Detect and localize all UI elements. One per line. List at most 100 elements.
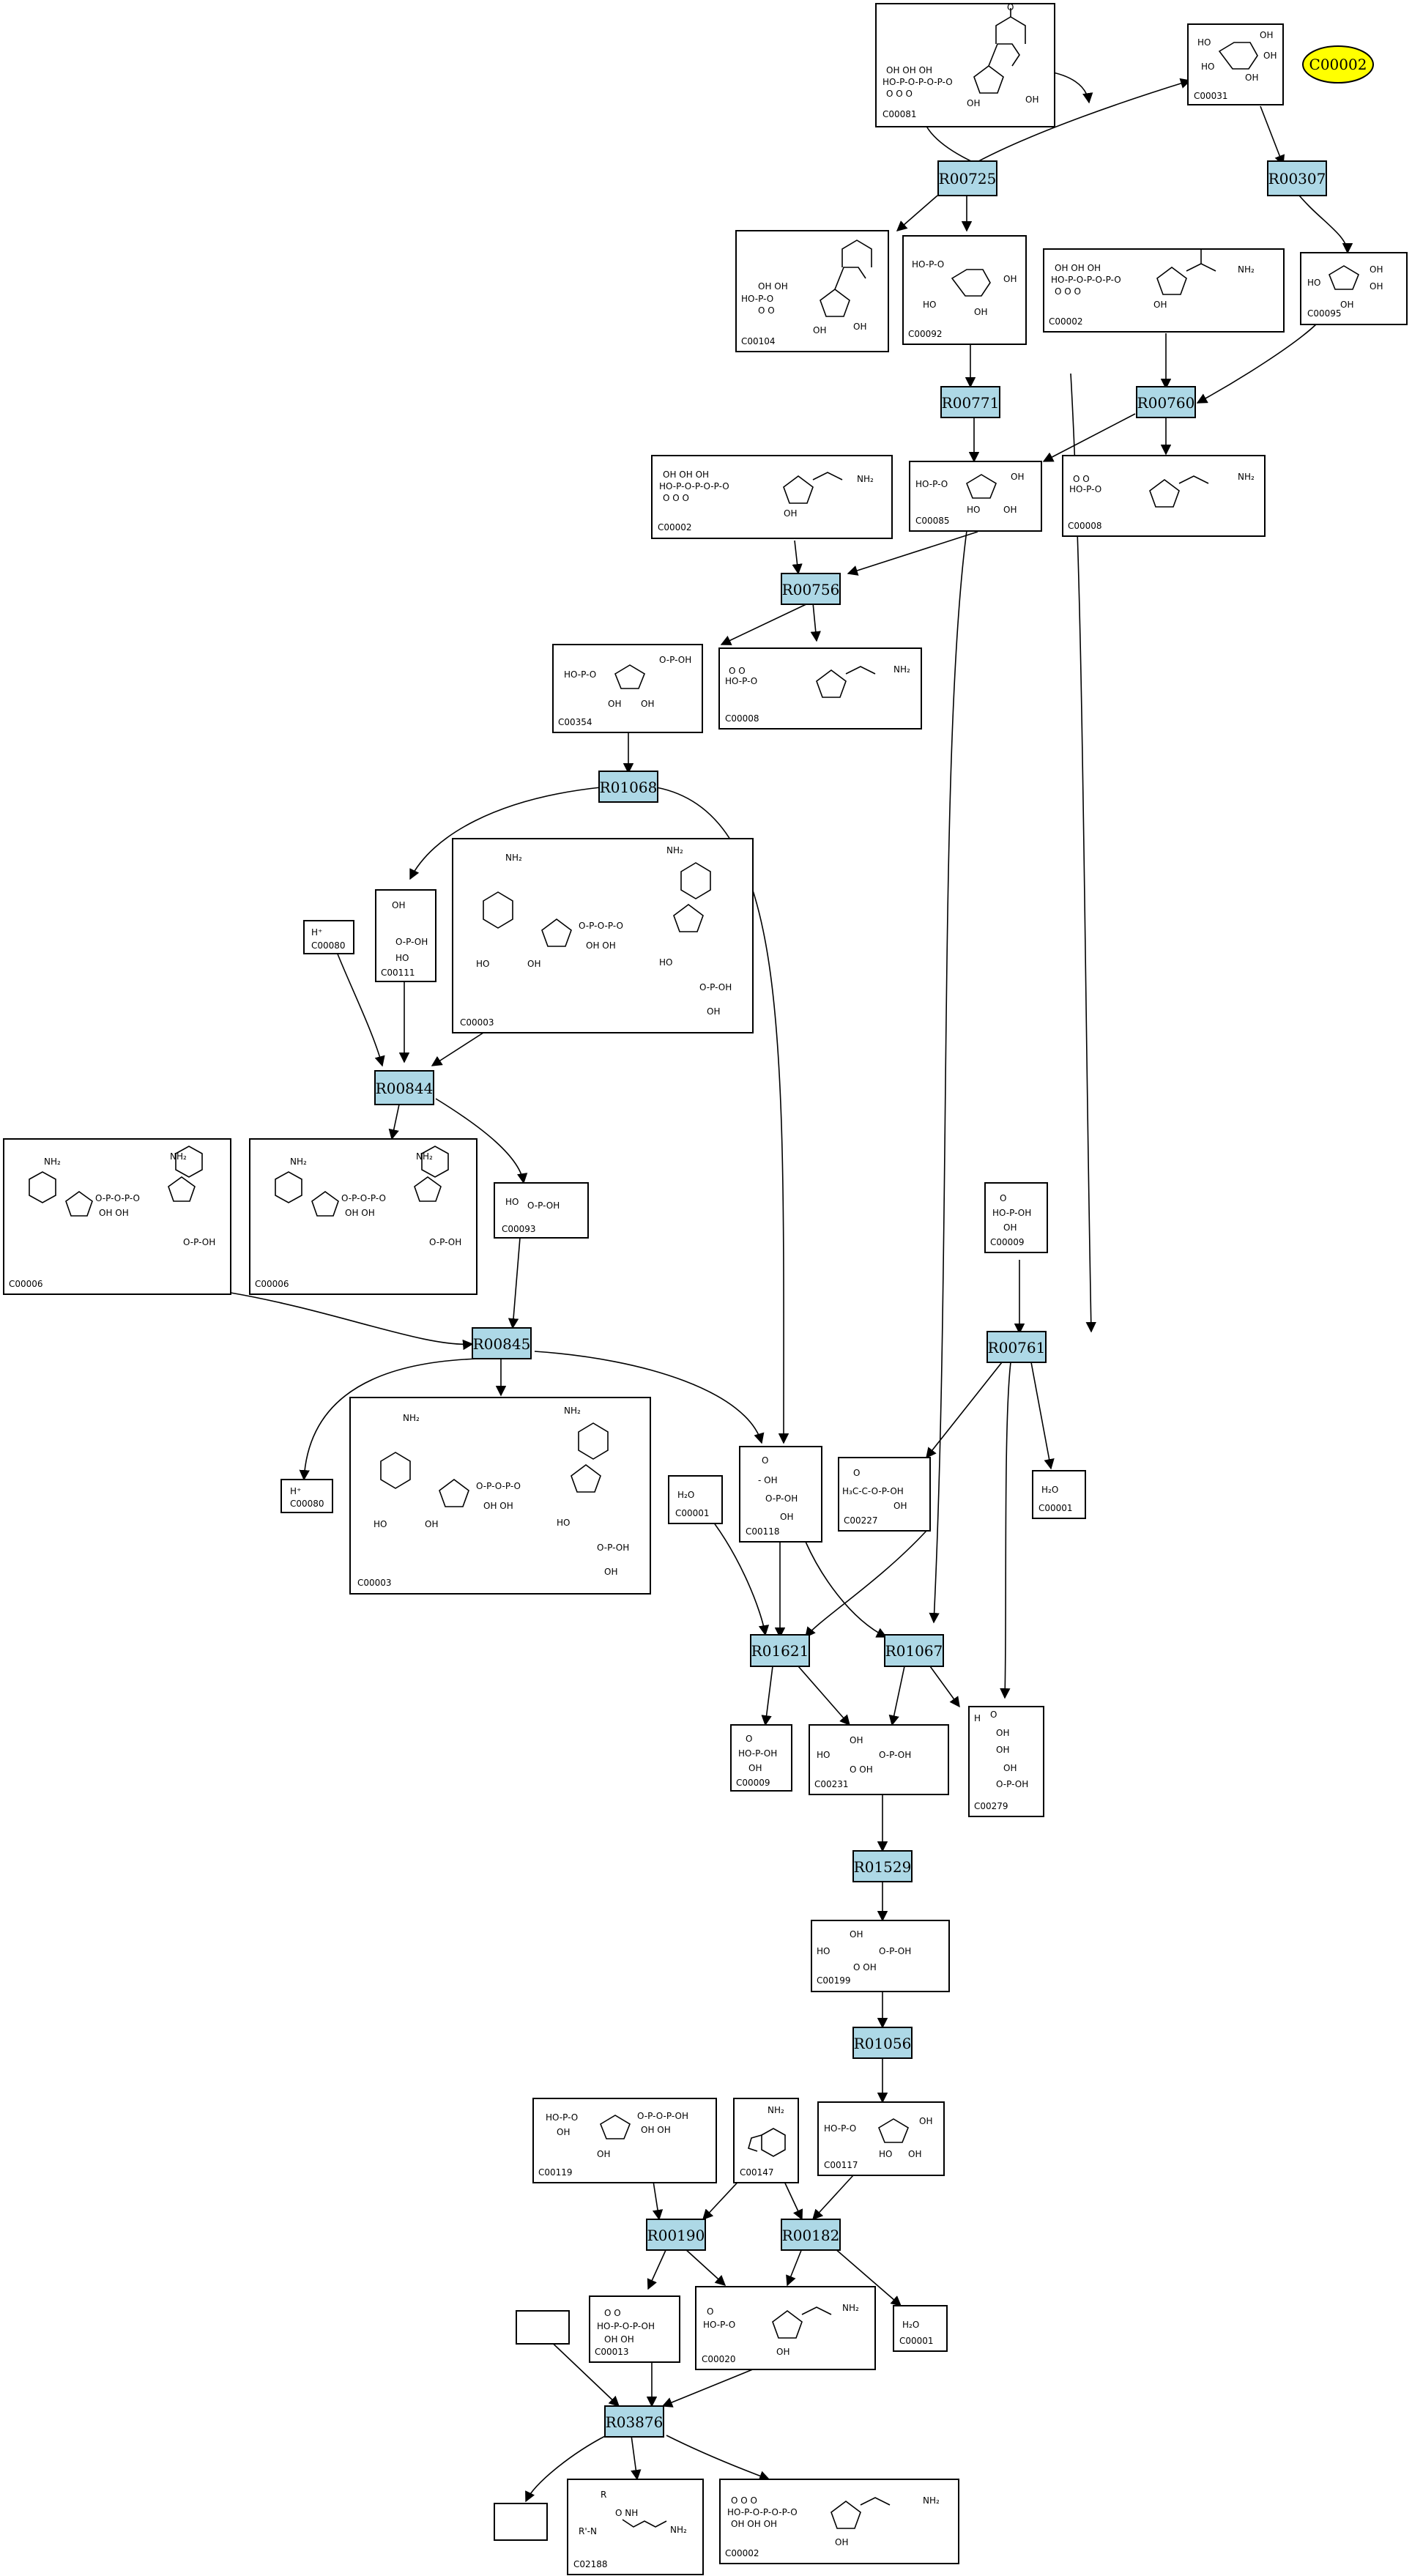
compound-C00031[interactable]: HO OH OH HO OH C00031: [1187, 23, 1284, 105]
svg-text:O-P-OH: O-P-OH: [879, 1946, 911, 1956]
svg-text:O: O: [762, 1455, 768, 1466]
compound-C00147[interactable]: NH₂ C00147: [733, 2098, 799, 2183]
compound-C00003-b[interactable]: NH₂ NH₂ O-P-O-P-O OH OH HO OH HO O-P-OH …: [349, 1397, 651, 1595]
svg-text:O-P-OH: O-P-OH: [699, 982, 732, 992]
reaction-R00771[interactable]: R00771: [940, 386, 1000, 418]
compound-empty-bottom[interactable]: [494, 2503, 548, 2541]
compound-C00227[interactable]: O H₃C-C-O-P-OH OH C00227: [838, 1457, 931, 1532]
compound-C00001-a[interactable]: H₂O C00001: [668, 1475, 723, 1524]
reaction-R00190[interactable]: R00190: [646, 2219, 706, 2251]
compound-empty-left[interactable]: [516, 2310, 570, 2345]
svg-text:O O: O O: [729, 666, 746, 676]
svg-text:C00006: C00006: [255, 1279, 289, 1289]
compound-C00092[interactable]: HO-P-O OH HO OH C00092: [902, 235, 1027, 345]
reaction-R01621[interactable]: R01621: [750, 1634, 810, 1667]
compound-C00104[interactable]: OH OH HO-P-O O O OH OH C00104: [735, 230, 889, 352]
svg-text:C00001: C00001: [675, 1508, 710, 1518]
svg-text:HO: HO: [505, 1197, 519, 1207]
svg-text:O-P-O-P-O: O-P-O-P-O: [95, 1193, 140, 1203]
reaction-R00756[interactable]: R00756: [781, 573, 841, 605]
compound-C00080-a[interactable]: H⁺ C00080: [303, 920, 354, 954]
highlight-oval-atp[interactable]: C00002: [1302, 45, 1374, 83]
svg-text:C00006: C00006: [9, 1279, 43, 1289]
reaction-R00725[interactable]: R00725: [937, 160, 997, 196]
compound-C00080-b[interactable]: H⁺ C00080: [280, 1479, 333, 1513]
svg-text:C00231: C00231: [814, 1779, 849, 1789]
reaction-R01068[interactable]: R01068: [598, 771, 658, 803]
compound-C00006-right[interactable]: NH₂ NH₂ O-P-O-P-O OH OH O-P-OH C00006: [249, 1138, 478, 1295]
svg-text:C00002: C00002: [725, 2548, 759, 2558]
reaction-R00761[interactable]: R00761: [986, 1331, 1047, 1363]
svg-text:O-P-OH: O-P-OH: [183, 1237, 215, 1247]
svg-text:C00095: C00095: [1307, 308, 1342, 319]
reaction-R00307[interactable]: R00307: [1267, 160, 1327, 196]
svg-text:C00081: C00081: [882, 109, 917, 119]
compound-C00013[interactable]: O O HO-P-O-P-OH OH OH C00013: [589, 2295, 680, 2363]
reaction-R03876[interactable]: R03876: [604, 2405, 664, 2438]
svg-text:OH: OH: [893, 1501, 907, 1511]
svg-text:C00104: C00104: [741, 336, 776, 346]
compound-C00006-left[interactable]: NH₂ NH₂ O-P-O-P-O OH OH O-P-OH C00006: [3, 1138, 231, 1295]
svg-text:NH₂: NH₂: [505, 853, 522, 863]
reaction-R00182[interactable]: R00182: [781, 2219, 841, 2251]
svg-text:OH: OH: [597, 2149, 610, 2159]
compound-C00279[interactable]: H O OH OH OH O-P-OH C00279: [968, 1706, 1044, 1817]
svg-text:OH: OH: [1003, 1222, 1017, 1233]
compound-C00085[interactable]: HO-P-O OH HO OH C00085: [909, 461, 1042, 532]
reaction-R01056[interactable]: R01056: [852, 2027, 913, 2059]
compound-C00002-mid[interactable]: OH OH OH HO-P-O-P-O-P-O O O O NH₂ OH C00…: [651, 455, 893, 539]
svg-text:R00756: R00756: [782, 581, 840, 598]
svg-text:O O O: O O O: [731, 2495, 757, 2506]
compound-C00020[interactable]: O HO-P-O NH₂ OH C00020: [695, 2286, 876, 2370]
reaction-R00760[interactable]: R00760: [1136, 386, 1196, 418]
compound-C00002-top[interactable]: OH OH OH HO-P-O-P-O-P-O O O O NH₂ OH C00…: [1043, 248, 1285, 333]
reaction-R00844[interactable]: R00844: [374, 1070, 434, 1105]
compound-C00095[interactable]: HO OH OH OH C00095: [1300, 252, 1408, 325]
svg-text:O: O: [990, 1710, 997, 1720]
compound-C00009-b[interactable]: O HO-P-OH OH C00009: [730, 1724, 792, 1792]
svg-text:OH: OH: [967, 98, 980, 108]
reaction-R01529[interactable]: R01529: [852, 1850, 913, 1882]
compound-C00002-bottom[interactable]: O O O HO-P-O-P-O-P-O OH OH OH NH₂ OH C00…: [719, 2479, 959, 2564]
svg-text:NH₂: NH₂: [564, 1406, 581, 1416]
compound-C00231[interactable]: OH HO O-P-OH O OH C00231: [809, 1724, 949, 1795]
svg-text:NH₂: NH₂: [416, 1151, 433, 1162]
compound-C00117[interactable]: HO-P-O OH HO OH C00117: [817, 2101, 945, 2176]
svg-text:OH OH: OH OH: [604, 2334, 634, 2345]
compound-C00008-mid[interactable]: O O HO-P-O NH₂ C00008: [718, 647, 922, 730]
svg-text:HO-P-O: HO-P-O: [912, 259, 944, 270]
svg-text:H⁺: H⁺: [311, 927, 322, 938]
svg-text:O-P-OH: O-P-OH: [659, 655, 691, 665]
reaction-R01067[interactable]: R01067: [884, 1634, 944, 1667]
compound-C02188[interactable]: R O NH R'-N NH₂ C02188: [567, 2479, 704, 2575]
compound-C00093[interactable]: HO O-P-OH C00093: [494, 1182, 589, 1239]
svg-text:OH OH: OH OH: [758, 281, 788, 292]
compound-C00009-a[interactable]: O HO-P-OH OH C00009: [984, 1182, 1048, 1253]
compound-C00081[interactable]: OH OH OH HO-P-O-P-O-P-O O O O O OH OH C0…: [875, 2, 1055, 127]
svg-text:OH: OH: [1340, 300, 1353, 310]
compound-C00008-top[interactable]: O O HO-P-O NH₂ C00008: [1062, 455, 1266, 537]
svg-text:OH: OH: [604, 1567, 617, 1577]
compound-C00354[interactable]: HO-P-O O-P-OH OH OH C00354: [552, 644, 703, 733]
svg-text:HO: HO: [1197, 37, 1211, 48]
compound-C00118[interactable]: O - OH O-P-OH OH C00118: [739, 1446, 822, 1543]
compound-C00119[interactable]: HO-P-O O-P-O-P-OH OH OH OH OH C00119: [532, 2098, 717, 2183]
svg-text:OH OH OH: OH OH OH: [1055, 263, 1101, 273]
reaction-R00845[interactable]: R00845: [472, 1327, 532, 1359]
compound-C00001-c[interactable]: H₂O C00001: [893, 2305, 948, 2352]
compound-C00003-a[interactable]: NH₂ NH₂ O-P-O-P-O OH OH HO OH HO O-P-OH …: [452, 838, 754, 1033]
svg-text:OH OH: OH OH: [483, 1501, 513, 1511]
svg-text:NH₂: NH₂: [666, 845, 683, 855]
svg-text:OH: OH: [1263, 51, 1277, 61]
svg-text:R00725: R00725: [939, 170, 997, 188]
svg-text:OH: OH: [1003, 1763, 1017, 1773]
compound-C00199[interactable]: OH HO O-P-OH O OH C00199: [811, 1920, 950, 1992]
svg-text:O O: O O: [758, 305, 775, 316]
compound-C00001-b[interactable]: H₂O C00001: [1032, 1470, 1086, 1519]
svg-text:HO: HO: [557, 1518, 570, 1528]
svg-text:O-P-O-P-O: O-P-O-P-O: [341, 1193, 386, 1203]
svg-text:C00118: C00118: [746, 1526, 780, 1537]
svg-text:C00085: C00085: [915, 516, 950, 526]
compound-C00111[interactable]: OH O-P-OH HO C00111: [375, 889, 436, 982]
